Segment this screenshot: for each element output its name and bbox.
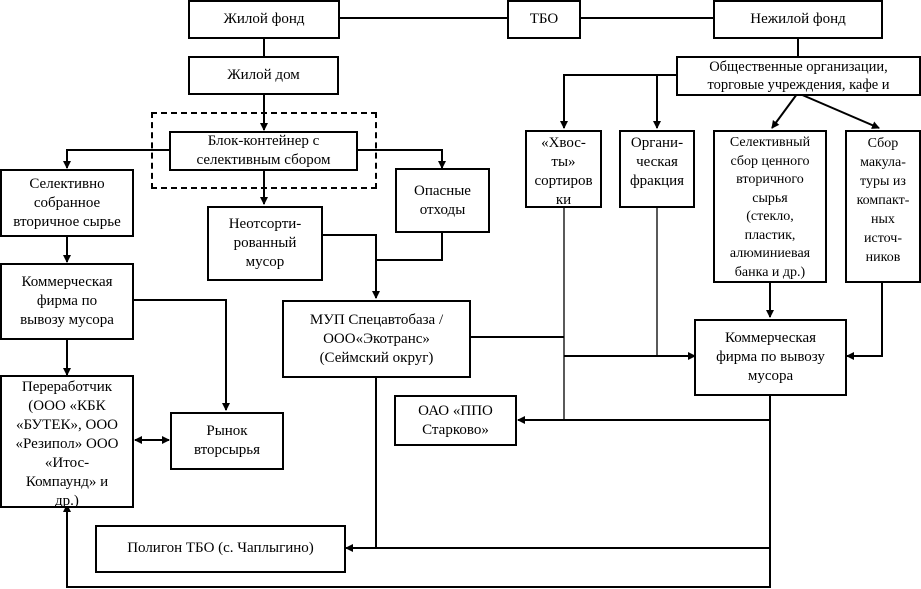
node-mup-spetsavtobaza: МУП Спецавтобаза / ООО«Экотранс» (Сеймск… — [282, 300, 471, 378]
node-tbo: ТБО — [507, 0, 581, 39]
node-selective-valuable: Селективный сбор ценного вторичного сырь… — [713, 130, 827, 283]
node-public-orgs: Общественные организации, торговые учреж… — [676, 56, 921, 96]
node-commercial-firm-right: Коммерческая фирма по вывозу мусора — [694, 319, 847, 396]
node-secondary-market: Рынок вторсырья — [170, 412, 284, 470]
selective-collection-dashed-group — [151, 112, 377, 189]
node-selective-secondary: Селективно собранное вторичное сырье — [0, 169, 134, 237]
node-ppo-starkovo: ОАО «ППО Старково» — [394, 395, 517, 446]
edge-block-hazardous — [357, 149, 446, 169]
edge-unsorted-mup — [322, 234, 380, 299]
edge-orgs-selective — [771, 93, 798, 129]
node-paper-collection: Сбор макула- туры из компакт- ных источ-… — [845, 130, 921, 283]
node-residential-house: Жилой дом — [188, 56, 339, 95]
edge-paper-commercial-right — [846, 281, 883, 360]
edge-orgs-paper — [799, 93, 880, 129]
edge-orgs-tails — [560, 74, 677, 129]
edge-hazardous-mup — [376, 231, 443, 261]
edge-commercial-market — [133, 299, 230, 411]
node-unsorted-waste: Неотсорти- рованный мусор — [207, 206, 323, 281]
node-block-container: Блок-контейнер с селективным сбором — [169, 131, 358, 171]
node-processor: Переработчик (ООО «КБК «БУТЕК», ООО «Рез… — [0, 375, 134, 508]
node-non-residential-fund: Нежилой фонд — [713, 0, 883, 39]
node-landfill: Полигон ТБО (с. Чаплыгино) — [95, 525, 346, 573]
edge-block-selective — [63, 149, 170, 169]
node-sorting-tails: «Хвос- ты» сортиров ки — [525, 130, 602, 208]
node-organic-fraction: Органи- ческая фракция — [619, 130, 695, 208]
edge-return-processor — [63, 504, 770, 588]
node-hazardous-waste: Опасные отходы — [395, 168, 490, 233]
node-commercial-firm-left: Коммерческая фирма по вывозу мусора — [0, 263, 134, 340]
node-residential-fund: Жилой фонд — [188, 0, 340, 39]
